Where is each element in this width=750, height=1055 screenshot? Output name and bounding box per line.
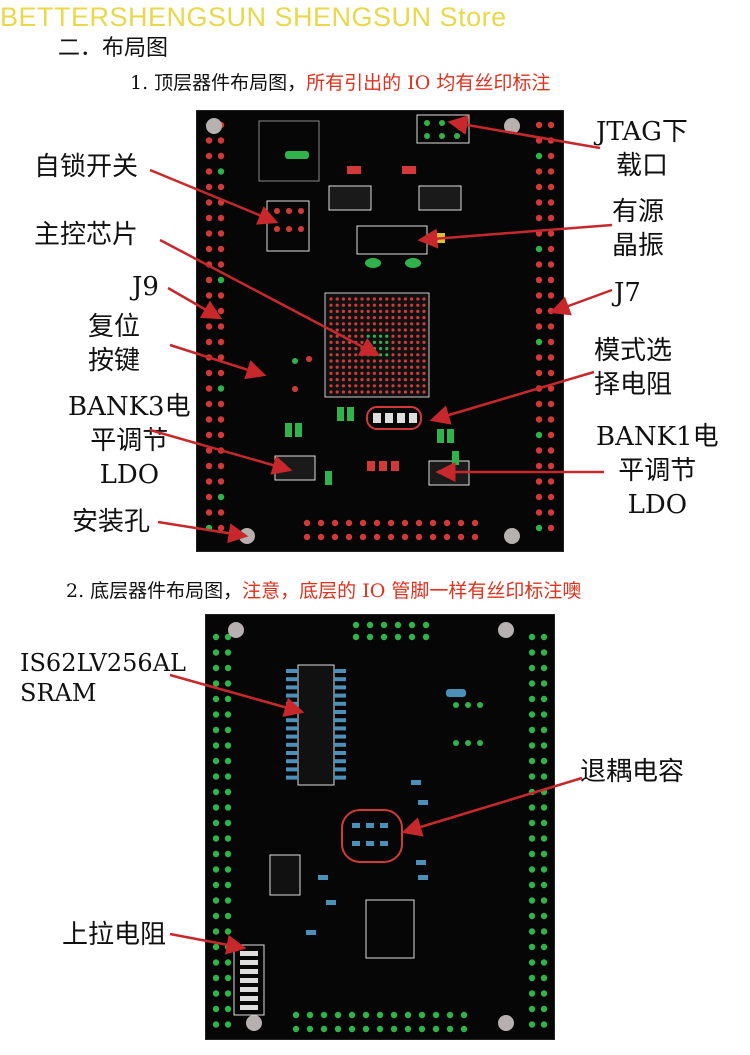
- bottom-pcb-drawing: [212, 621, 548, 1033]
- label-sram-line2: SRAM: [20, 679, 97, 707]
- label-bank1-ldo: BANK1电 平调节 LDO: [596, 420, 719, 522]
- label-j7: J7: [614, 278, 641, 308]
- label-osc-line2: 晶振: [612, 231, 665, 261]
- label-bank1-line3: LDO: [627, 490, 688, 520]
- label-reset-button: 复位 按键: [88, 310, 140, 378]
- label-pullup-resistor: 上拉电阻: [62, 920, 167, 950]
- label-bank1-line2: 平调节: [618, 456, 697, 486]
- top-layer-pcb-image: [196, 110, 564, 552]
- label-bank3-line2: 平调节: [90, 426, 169, 456]
- label-jtag-line1: JTAG下: [596, 117, 688, 147]
- top-caption-highlight: 所有引出的 IO 均有丝印标注: [306, 72, 551, 94]
- bottom-layer-pcb-image: [205, 614, 555, 1040]
- label-jtag-line2: 载口: [615, 151, 668, 181]
- bottom-caption-prefix: 2. 底层器件布局图，: [66, 580, 243, 602]
- bottom-caption-highlight: 注意，底层的 IO 管脚一样有丝印标注噢: [242, 580, 582, 602]
- label-mount-hole: 安装孔: [72, 507, 151, 537]
- top-layout-caption: 1. 顶层器件布局图，所有引出的 IO 均有丝印标注: [130, 68, 550, 95]
- label-bank3-line3: LDO: [99, 460, 160, 490]
- label-mode-line1: 模式选: [594, 336, 673, 366]
- label-bank3-line1: BANK3电: [68, 392, 191, 422]
- label-bank3-ldo: BANK3电 平调节 LDO: [68, 390, 191, 492]
- label-jtag-port: JTAG下 载口: [596, 115, 688, 183]
- bottom-layout-caption: 2. 底层器件布局图，注意，底层的 IO 管脚一样有丝印标注噢: [66, 576, 581, 603]
- label-main-chip: 主控芯片: [34, 220, 139, 250]
- label-mode-line2: 择电阻: [594, 370, 673, 400]
- label-self-lock-switch: 自锁开关: [34, 152, 139, 182]
- label-j9: J9: [132, 272, 159, 302]
- label-reset-line1: 复位: [88, 312, 141, 342]
- label-mode-resistor: 模式选 择电阻: [594, 334, 672, 402]
- label-bank1-line1: BANK1电: [596, 422, 719, 452]
- label-osc-line1: 有源: [612, 197, 665, 227]
- store-banner: BETTERSHENGSUN SHENGSUN Store: [0, 2, 507, 32]
- label-active-oscillator: 有源 晶振: [612, 195, 664, 263]
- top-pcb-drawing: [205, 114, 555, 544]
- label-sram: IS62LV256AL SRAM: [20, 648, 186, 708]
- label-reset-line2: 按键: [88, 346, 141, 376]
- section-title: 二．布局图: [58, 36, 169, 61]
- label-sram-line1: IS62LV256AL: [20, 649, 186, 677]
- label-decoupling-capacitor: 退耦电容: [580, 757, 685, 787]
- top-caption-prefix: 1. 顶层器件布局图，: [130, 72, 307, 94]
